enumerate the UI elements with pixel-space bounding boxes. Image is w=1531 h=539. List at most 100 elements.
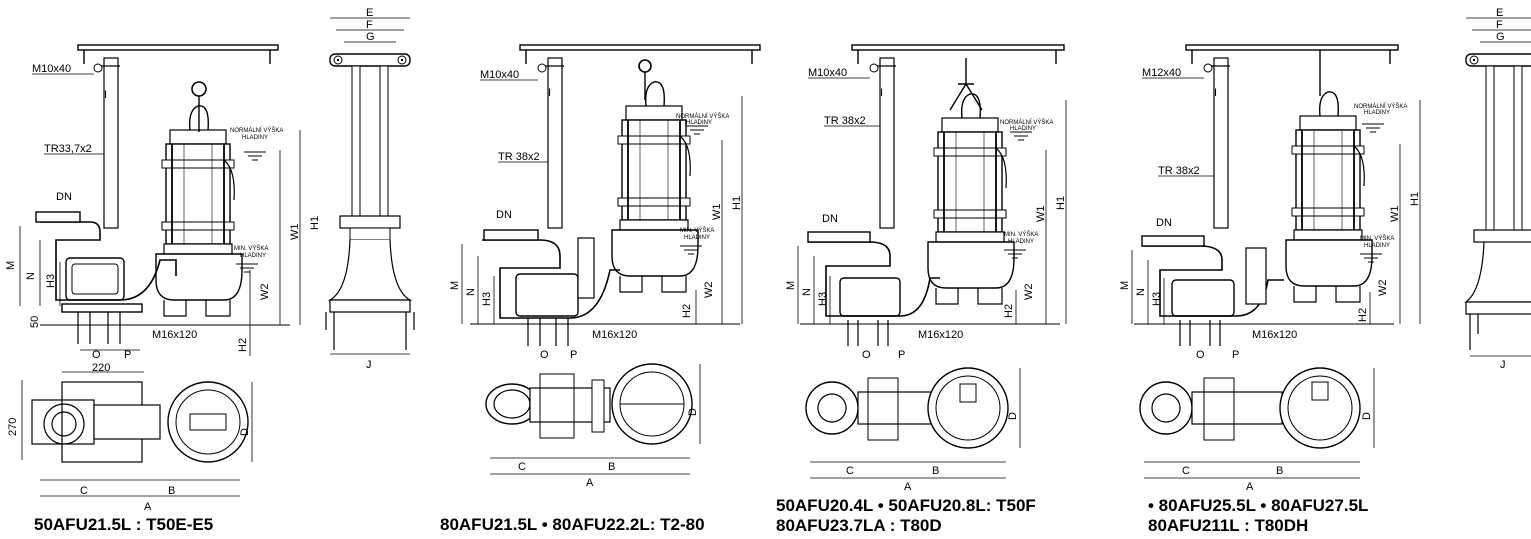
min-level-label-2: HLADINY	[240, 253, 266, 259]
side-view-2: E F G J	[1464, 7, 1531, 371]
min-level-label-2: HLADINY	[1364, 243, 1390, 249]
dim-dn: DN	[496, 209, 512, 221]
drawing-1-labels: M10x40 TR33,7x2 I DN M N H3 50 M16x120 H…	[5, 63, 321, 361]
bolt-label: M16x120	[152, 329, 197, 341]
side-view-1: E F G J	[325, 7, 415, 371]
min-level-label: MIN. VÝŠKA	[1004, 231, 1038, 238]
anchor-label: M12x40	[1142, 67, 1181, 79]
bolt-label: M16x120	[918, 329, 963, 341]
dim-p: P	[124, 349, 131, 361]
dim-dn: DN	[1156, 217, 1172, 229]
normal-level-label-2: HLADINY	[1364, 110, 1390, 116]
plan-c: C	[80, 485, 88, 497]
dim-w1: W1	[711, 204, 723, 221]
min-level-label: MIN. VÝŠKA	[234, 245, 268, 252]
min-level-label-2: HLADINY	[1008, 239, 1034, 245]
dim-m: M	[785, 281, 797, 290]
side-j: J	[366, 359, 372, 371]
anchor-label: M10x40	[808, 67, 847, 79]
side-f: F	[1496, 19, 1503, 31]
drawing-4-labels: M12x40 TR 38x2 I DN M N H3 M16x120 H2 O …	[1119, 67, 1421, 361]
normal-level-label: NORMÁLNÍ VÝŠKA	[1000, 119, 1053, 126]
dim-m: M	[1119, 281, 1131, 290]
plan-d: D	[687, 408, 699, 416]
bolt-label: M16x120	[592, 329, 637, 341]
dim-dn: DN	[56, 191, 72, 203]
dim-h3: H3	[817, 292, 829, 306]
caption-3: 50AFU20.4L • 50AFU20.8L: T50F 80AFU23.7L…	[776, 496, 1036, 536]
dim-p: P	[898, 349, 905, 361]
dim-h2: H2	[1357, 308, 1369, 322]
pipe-label: TR 38x2	[498, 151, 540, 163]
dim-w1: W1	[1035, 206, 1047, 223]
plan-b: B	[932, 465, 939, 477]
plan-depth: 270	[7, 418, 19, 436]
drawing-3-labels: M10x40 TR 38x2 I DN M N H3 M16x120 H2 O …	[785, 67, 1067, 361]
dim-base: 50	[29, 316, 41, 328]
plan-b: B	[608, 461, 615, 473]
dim-h3: H3	[481, 292, 493, 306]
dim-o: O	[540, 349, 549, 361]
plan-a: A	[904, 481, 912, 493]
dim-p: P	[570, 349, 577, 361]
drawing-1-plan: 220 270 C B A D	[7, 362, 253, 513]
caption-3-line-2: 80AFU23.7LA : T80D	[776, 516, 942, 535]
dim-w2: W2	[1023, 284, 1035, 301]
plan-b: B	[168, 485, 175, 497]
normal-level-label-2: HLADINY	[1010, 126, 1036, 132]
pipe-label: TR 38x2	[1158, 165, 1200, 177]
dim-h3: H3	[1151, 292, 1163, 306]
normal-level-label: NORMÁLNÍ VÝŠKA	[1354, 103, 1407, 110]
normal-level-label-2: HLADINY	[686, 120, 712, 126]
dim-n: N	[25, 272, 37, 280]
bolt-label: M16x120	[1252, 329, 1297, 341]
drawing-3-elevation	[797, 44, 1067, 346]
dim-n: N	[465, 288, 477, 296]
dim-i: I	[1214, 87, 1217, 99]
plan-a: A	[1246, 481, 1254, 493]
dim-h1: H1	[1409, 192, 1421, 206]
dim-o: O	[92, 349, 101, 361]
normal-level-label: NORMÁLNÍ VÝŠKA	[676, 113, 729, 120]
min-level-label: MIN. VÝŠKA	[1360, 235, 1394, 242]
dim-n: N	[1135, 288, 1147, 296]
dim-m: M	[449, 281, 461, 290]
plan-b: B	[1276, 465, 1283, 477]
caption-4: • 80AFU25.5L • 80AFU27.5L 80AFU211L : T8…	[1148, 496, 1368, 536]
dim-h1: H1	[731, 196, 743, 210]
normal-level-label-2: HLADINY	[242, 135, 268, 141]
dim-w2: W2	[1377, 280, 1389, 297]
dim-h2: H2	[681, 304, 693, 318]
dim-p: P	[1232, 349, 1239, 361]
drawing-2-labels: M10x40 TR 38x2 I DN M N H3 M16x120 H2 O …	[449, 69, 743, 361]
dim-i: I	[548, 87, 551, 99]
dim-dn: DN	[822, 213, 838, 225]
plan-a: A	[144, 501, 152, 513]
caption-3-line-1: 50AFU20.4L • 50AFU20.8L: T50F	[776, 496, 1036, 515]
dim-m: M	[5, 261, 17, 270]
side-e: E	[366, 7, 373, 19]
drawing-3-plan: C B A D	[805, 367, 1021, 493]
min-level-label-2: HLADINY	[684, 235, 710, 241]
plan-c: C	[846, 465, 854, 477]
drawing-2-plan: C B A D	[485, 363, 701, 489]
plan-width: 220	[92, 362, 110, 374]
dim-w2: W2	[259, 284, 271, 301]
dim-o: O	[862, 349, 871, 361]
drawing-4-plan: C B A D	[1139, 367, 1375, 493]
plan-d: D	[1007, 412, 1019, 420]
caption-2-line-1: 80AFU21.5L • 80AFU22.2L: T2-80	[440, 515, 705, 534]
pipe-label: TR33,7x2	[44, 143, 92, 155]
dim-i: I	[104, 89, 107, 101]
caption-4-line-2: 80AFU211L : T80DH	[1148, 516, 1309, 535]
plan-a: A	[586, 477, 594, 489]
plan-c: C	[1182, 465, 1190, 477]
side-g: G	[1496, 31, 1505, 43]
normal-level-label: NORMÁLNÍ VÝŠKA	[230, 127, 283, 134]
plan-d: D	[239, 428, 251, 436]
dim-w1: W1	[1389, 206, 1401, 223]
side-e: E	[1496, 7, 1503, 19]
dim-h1: H1	[1055, 196, 1067, 210]
drawing-4-elevation	[1131, 44, 1421, 346]
